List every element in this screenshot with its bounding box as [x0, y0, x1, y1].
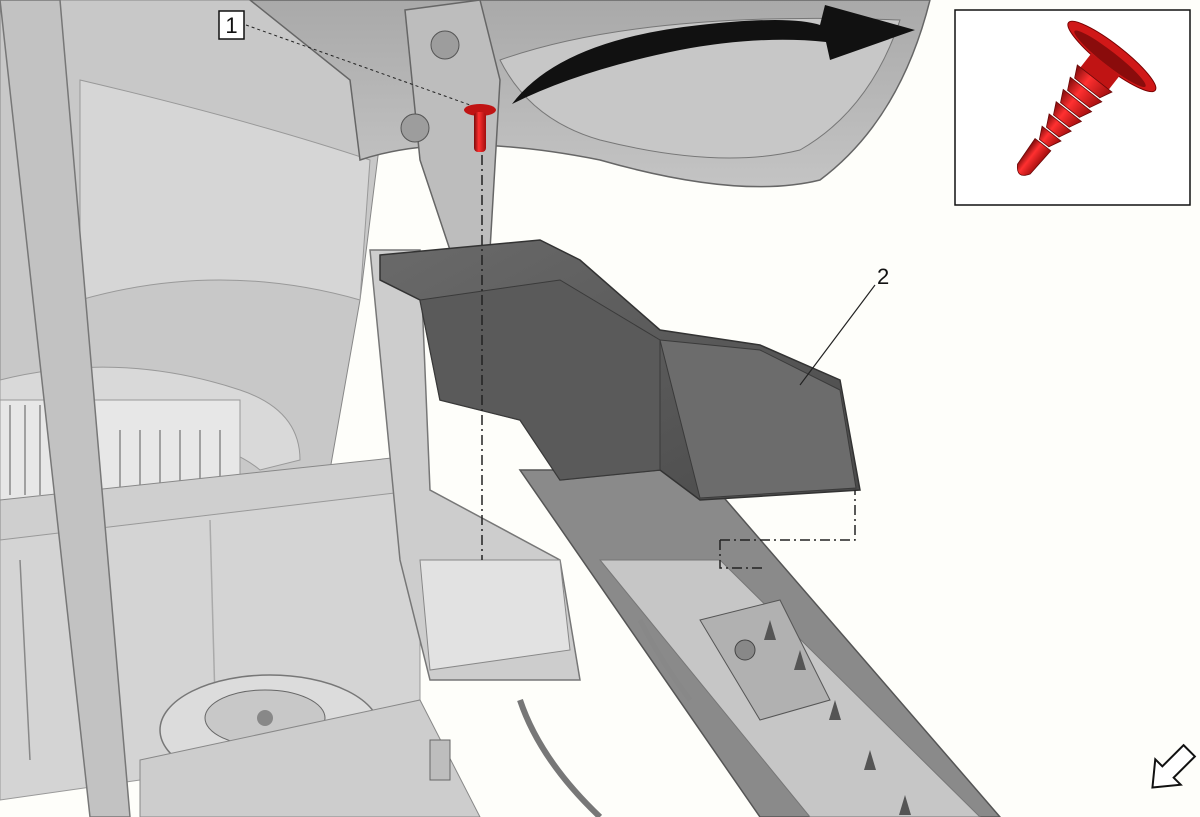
cover-side	[659, 339, 857, 499]
hinge-bolt-upper	[430, 30, 460, 60]
leader-line-1	[245, 24, 471, 106]
retainer-part-1	[464, 104, 496, 152]
hinge-bolt-lower	[400, 113, 430, 143]
view-direction-arrow-icon	[1151, 743, 1197, 789]
wiring-harness	[517, 699, 603, 817]
bracket-bolt	[734, 639, 756, 661]
bracket-block	[419, 559, 571, 671]
strut-nut	[257, 710, 273, 726]
wiring-clip	[637, 618, 693, 702]
rail-teeth	[764, 620, 911, 815]
callout-1-label: 1	[225, 13, 237, 38]
leader-line-2	[799, 284, 876, 386]
hood-prop-rod	[0, 0, 131, 817]
callout-2-label: 2	[877, 264, 889, 289]
arrow-up-right-icon	[512, 5, 915, 104]
callout-1: 1	[218, 10, 245, 40]
strut-base	[139, 699, 481, 817]
fender-bracket	[699, 599, 831, 721]
push-pin-retainer-icon	[1016, 20, 1157, 176]
inset-detail	[954, 9, 1191, 206]
alignment-lines	[481, 155, 856, 569]
cover-face	[419, 279, 661, 481]
stud	[429, 739, 451, 781]
wall-contour	[79, 79, 371, 301]
